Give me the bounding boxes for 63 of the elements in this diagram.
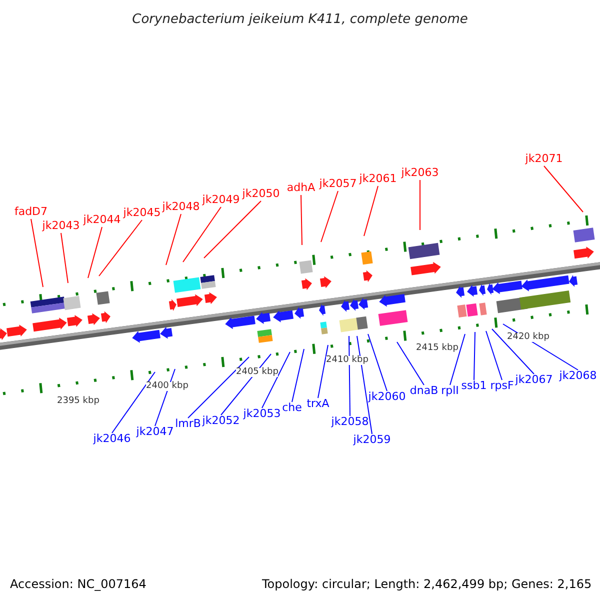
leader-line [292, 348, 304, 402]
title: Corynebacterium jeikeium K411, complete genome [131, 11, 469, 29]
gene-label: jk2061 [359, 172, 397, 185]
gene-label: jk2059 [353, 433, 391, 446]
leader-line [204, 200, 262, 258]
gene-label: jk2048 [162, 200, 200, 213]
gene-label: jk2047 [136, 425, 174, 438]
scale-label: 2415 kbp [416, 344, 458, 353]
gene-label: jk2044 [83, 213, 121, 226]
leader-line [154, 368, 176, 426]
leader-line [364, 186, 378, 236]
scale-label: 2395 kbp [57, 397, 100, 406]
leader-line [486, 330, 502, 380]
leader-line [88, 226, 102, 278]
gene-label: adhA [286, 181, 316, 194]
leader-line [368, 334, 388, 392]
leader-line [396, 342, 424, 386]
leader-line [544, 166, 584, 212]
gene-label: jk2043 [42, 219, 80, 232]
scale-label: 2400 kbp [146, 382, 188, 391]
leader-line [318, 344, 328, 398]
leader-line [300, 194, 302, 246]
gene-label: jk2053 [243, 407, 281, 420]
leader-line [182, 206, 222, 262]
gene-label: jk2071 [525, 152, 563, 165]
scale-label: 2410 kbp [326, 356, 368, 365]
leader-line [112, 372, 156, 434]
gene-label: jk2052 [202, 414, 240, 427]
gene-label: jk2063 [401, 166, 439, 179]
gene-label: jk2057 [319, 177, 357, 190]
leader-line [348, 336, 350, 416]
leader-line [166, 214, 182, 266]
gene-label: trxA [306, 397, 330, 410]
leader-line [450, 334, 466, 386]
leader-line [60, 232, 68, 284]
leader-line [220, 354, 272, 416]
footer-text: Accession: NC_007164 [10, 576, 146, 593]
gene-label: ssb1 [461, 379, 487, 392]
gene-label: jk2045 [123, 206, 161, 219]
gene-label: dnaB [410, 384, 438, 397]
leader-line [98, 220, 142, 276]
gene-label: jk2050 [242, 187, 280, 200]
leader-line [320, 190, 338, 242]
gene-label: jk2068 [559, 369, 597, 382]
leader-line [474, 332, 476, 380]
leader-line [30, 218, 44, 288]
gene-label: jk2046 [93, 432, 131, 445]
gene-label: rpsF [490, 379, 514, 392]
gene-label: jk2060 [368, 390, 406, 403]
gene-label: jk2049 [202, 193, 240, 206]
gene-label: che [282, 401, 302, 414]
leader-line [356, 336, 372, 434]
gene-label: lmrB [175, 417, 201, 430]
gene-label: jk2067 [515, 373, 553, 386]
leader-line [262, 352, 290, 408]
footer-text: Topology: circular; Length: 2,462,499 bp; Genes: 2,165 [262, 576, 592, 593]
leader-line [188, 356, 250, 418]
gene-label: rplI [441, 384, 459, 397]
leader-line [492, 328, 534, 374]
gene-label: jk2058 [331, 415, 369, 428]
scale-label: 2420 kbp [507, 333, 550, 342]
gene-label: fadD7 [14, 205, 48, 218]
scale-label: 2405 kbp [236, 368, 278, 377]
